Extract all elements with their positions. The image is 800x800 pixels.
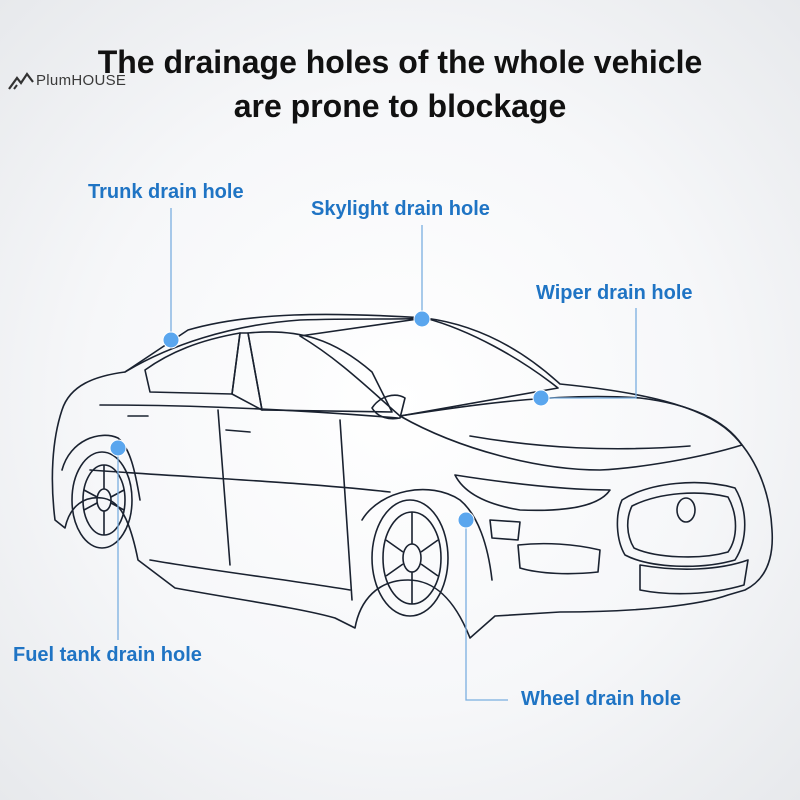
fog-light [517,542,601,575]
rear-window [144,332,241,395]
front-wheel-arch [361,488,493,581]
wheel-drain-marker [457,511,475,529]
roof-house-icon [8,72,34,90]
brand-logo: PlumHOUSE [8,66,126,94]
wiper-leader-line [541,308,637,399]
sill-line [149,559,351,591]
fuel-tank-drain-marker [109,439,127,457]
title-line-2: are prone to blockage [233,88,567,124]
skylight-drain-marker [413,310,431,328]
front-wheel [371,499,449,617]
page-title: The drainage holes of the whole vehicle … [0,40,800,128]
headlight [454,474,611,512]
hood-crease [469,435,691,450]
lower-intake [639,559,749,595]
badge [676,497,696,523]
title-line-1: The drainage holes of the whole vehicle [97,44,703,80]
skylight-drain-label: Skylight drain hole [311,198,490,220]
side-crease [89,469,391,493]
windshield [299,317,559,417]
fuel-tank-drain-label: Fuel tank drain hole [13,644,202,666]
front-door-handle [225,429,251,433]
wheel-leader-line [465,520,508,701]
brand-logo-text: PlumHOUSE [36,71,127,89]
b-pillar [231,332,263,411]
grille-inner [626,492,737,558]
trunk-drain-marker [162,331,180,349]
roof-line [124,317,426,373]
side-vent [489,519,521,541]
trunk-drain-label: Trunk drain hole [88,181,244,203]
rear-door-edge [339,419,353,601]
rear-wheel-arch [61,434,141,501]
grille [616,481,746,568]
belt-line [99,404,399,419]
wiper-drain-label: Wiper drain hole [536,282,693,304]
front-side-window [247,331,393,413]
wheel-drain-label: Wheel drain hole [521,688,682,710]
door-line [217,409,231,566]
rear-wheel [71,451,133,549]
side-mirror [371,394,406,420]
wiper-drain-marker [532,389,550,407]
